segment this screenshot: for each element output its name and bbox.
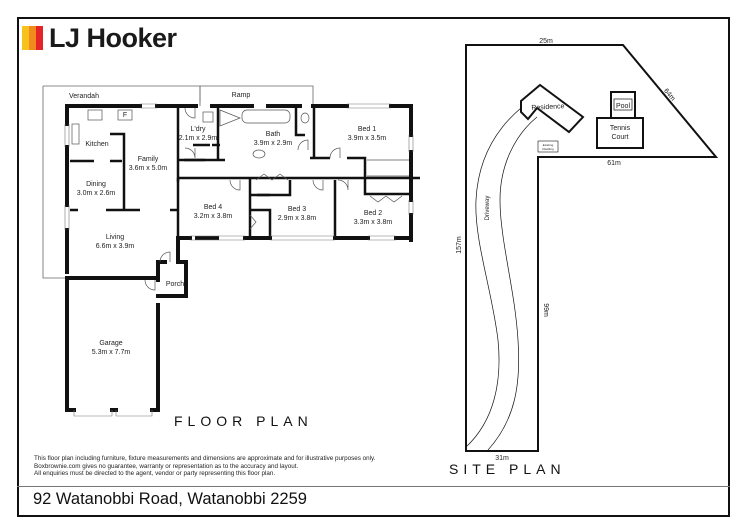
bed2-name: Bed 2: [364, 210, 382, 217]
tennis-label-line1: Tennis: [610, 125, 631, 132]
toilet-icon: [300, 112, 310, 124]
door-bed2: [337, 179, 349, 191]
bathtub-icon: [241, 109, 291, 124]
driveway-edge-left: [465, 107, 522, 448]
disclaimer-line: All enquiries must be directed to the ag…: [34, 470, 276, 478]
logo-bar-red: [36, 26, 43, 50]
door-entry: [159, 251, 171, 263]
laundry-tub-icon: [202, 111, 214, 123]
fridge-box: [117, 109, 133, 121]
site-plan-title: SITE PLAN: [449, 461, 566, 477]
bath-name: Bath: [266, 131, 281, 138]
bed1-name: Bed 1: [358, 126, 376, 133]
floor-plan: Verandah Ramp F Kitchen Family 3.6m x 5.…: [42, 85, 420, 417]
dining-name: Dining: [86, 181, 106, 188]
bed3-name: Bed 3: [288, 206, 306, 213]
bath-size: 3.9m x 2.9m: [254, 140, 293, 147]
ramp-outline: [199, 85, 314, 106]
logo-bar-orange: [29, 26, 36, 50]
tennis-label-line2: Court: [611, 134, 628, 141]
property-address: 92 Watanobbi Road, Watanobbi 2259: [33, 490, 307, 508]
door-bed3: [312, 179, 324, 191]
garage-size: 5.3m x 7.7m: [92, 349, 131, 356]
bed1-size: 3.9m x 3.5m: [348, 135, 387, 142]
disclaimer-line: This floor plan including furniture, fix…: [34, 455, 376, 462]
fridge-label: F: [123, 112, 127, 119]
door-laundry-inner: [184, 147, 196, 159]
living-name: Living: [106, 234, 124, 241]
laundry-name: L'dry: [191, 126, 206, 133]
cooktop-icon: [87, 109, 103, 121]
logo-color-bars-icon: [22, 26, 43, 50]
door-bath: [297, 139, 309, 151]
site-boundary: [465, 44, 719, 452]
lj-hooker-logo: LJ Hooker: [22, 22, 183, 54]
garage-name: Garage: [99, 340, 122, 347]
living-size: 6.6m x 3.9m: [96, 243, 135, 250]
dim-right-label: 99m: [542, 303, 549, 317]
door-bed1: [329, 147, 341, 159]
disclaimer-line: Boxbrownie.com gives no guarantee, warra…: [34, 462, 299, 470]
tennis-court: [596, 117, 644, 149]
verandah-label: Verandah: [69, 93, 99, 100]
door-garage: [144, 279, 156, 291]
site-plan-labels: 25m 64m 61m 157m 99m 31m Residence Pool …: [456, 38, 676, 462]
basin-icon: [252, 149, 266, 159]
disclaimer: This floor plan including furniture, fix…: [34, 455, 376, 478]
existing-label-line2: Dwelling: [542, 147, 554, 151]
pool-outline: [610, 91, 636, 119]
door-laundry: [184, 107, 196, 119]
bed3-size: 2.9m x 3.8m: [278, 215, 317, 222]
bed2-size: 3.3m x 3.8m: [354, 219, 393, 226]
windows: [64, 103, 414, 417]
shower-icon: [219, 109, 241, 127]
wardrobe-bed4: [249, 214, 257, 230]
kitchen-label: Kitchen: [85, 141, 108, 148]
logo-text: LJ Hooker: [49, 22, 177, 53]
bed4-name: Bed 4: [204, 204, 222, 211]
exterior-walls: [65, 104, 413, 412]
dim-top-label: 25m: [539, 38, 553, 45]
existing-dwelling: [537, 140, 559, 153]
ramp-label: Ramp: [232, 92, 251, 99]
family-size: 3.6m x 5.0m: [129, 165, 168, 172]
dim-inner-top-label: 61m: [607, 160, 621, 167]
door-bed4: [229, 179, 241, 191]
page-frame: [17, 17, 730, 517]
logo-bar-yellow: [22, 26, 29, 50]
site-plan: 25m 64m 61m 157m 99m 31m Residence Pool …: [456, 38, 719, 462]
floor-plan-title: FLOOR PLAN: [174, 413, 313, 429]
footer-divider: [17, 486, 730, 487]
pool-label: Pool: [616, 103, 630, 110]
driveway-edge-right: [487, 116, 538, 451]
fixtures: [71, 109, 409, 177]
sink-icon: [71, 123, 80, 145]
dim-left-label: 157m: [456, 236, 463, 254]
door-swings: [144, 107, 403, 291]
driveway-label: Driveway: [485, 196, 491, 221]
porch-label: Porch: [166, 281, 184, 288]
interior-walls: [70, 106, 420, 238]
dining-size: 3.0m x 2.6m: [77, 190, 116, 197]
residence-label: Residence: [531, 103, 565, 112]
wardrobe-bed1: [367, 159, 409, 177]
floor-plan-labels: Verandah Ramp F Kitchen Family 3.6m x 5.…: [69, 92, 392, 356]
residence-footprint: [520, 83, 585, 134]
existing-label-line1: Existing: [543, 143, 554, 147]
bed4-size: 3.2m x 3.8m: [194, 213, 233, 220]
laundry-size: 2.1m x 2.9m: [179, 135, 218, 142]
wardrobe-bed2: [369, 195, 403, 203]
family-name: Family: [138, 156, 159, 163]
pool-inner: [613, 98, 633, 111]
wardrobe-bed3: [255, 173, 289, 181]
dim-bottom-label: 31m: [495, 455, 509, 462]
